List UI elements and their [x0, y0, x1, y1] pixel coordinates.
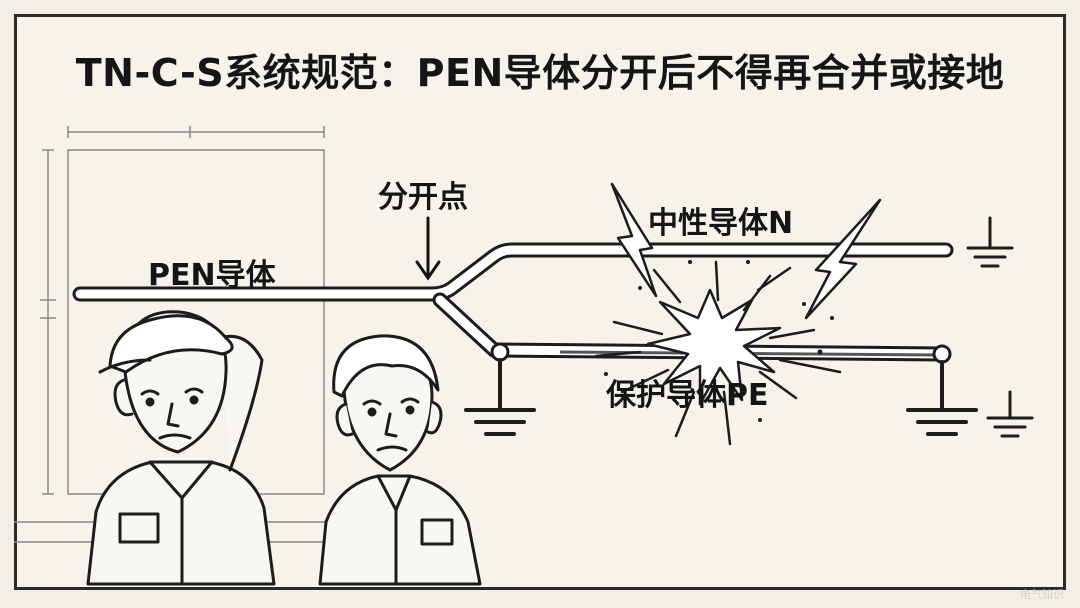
- ground-symbol-right: [906, 360, 978, 436]
- split-point-label: 分开点: [378, 180, 468, 215]
- lightning-bolts: [610, 182, 882, 320]
- spark-explosion: [594, 260, 842, 446]
- ground-symbol-n: [966, 216, 1014, 268]
- worried-man: [318, 334, 482, 586]
- ground-symbol-extra: [986, 390, 1034, 438]
- ground-symbol-left: [464, 358, 536, 436]
- worker-with-cap: [86, 310, 276, 586]
- neutral-conductor-label: 中性导体N: [648, 206, 794, 241]
- pen-conductor-label: PEN导体: [148, 258, 276, 293]
- diagram-title: TN-C-S系统规范：PEN导体分开后不得再合并或接地: [75, 51, 1005, 95]
- pe-junction-right: [932, 344, 952, 364]
- protective-conductor-label: 保护导体PE: [606, 378, 769, 413]
- split-point-arrow: [415, 216, 441, 281]
- pe-junction-left: [490, 342, 510, 362]
- watermark: 电气知识: [1020, 588, 1064, 601]
